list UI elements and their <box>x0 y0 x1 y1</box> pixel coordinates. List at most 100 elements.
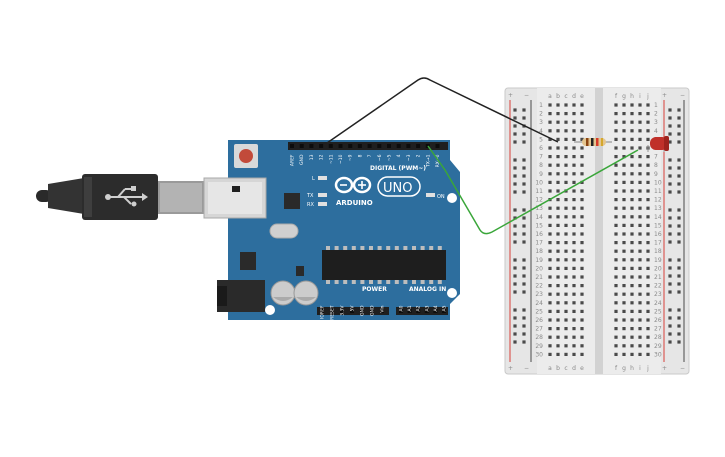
breadboard-hole[interactable] <box>548 180 552 184</box>
breadboard-hole[interactable] <box>630 284 634 288</box>
breadboard-hole[interactable] <box>638 103 642 107</box>
breadboard-hole[interactable] <box>622 335 626 339</box>
breadboard-hole[interactable] <box>580 309 584 313</box>
breadboard-hole[interactable] <box>630 241 634 245</box>
breadboard-hole[interactable] <box>556 232 560 236</box>
breadboard-hole[interactable] <box>556 180 560 184</box>
breadboard-hole[interactable] <box>614 172 618 176</box>
digital-pin-hole[interactable] <box>338 144 343 148</box>
breadboard-hole[interactable] <box>638 120 642 124</box>
rail-hole[interactable] <box>668 340 672 344</box>
breadboard-hole[interactable] <box>564 155 568 159</box>
breadboard-hole[interactable] <box>572 352 576 356</box>
breadboard-hole[interactable] <box>638 163 642 167</box>
breadboard-hole[interactable] <box>556 284 560 288</box>
breadboard-hole[interactable] <box>638 241 642 245</box>
breadboard-hole[interactable] <box>580 155 584 159</box>
breadboard-hole[interactable] <box>614 352 618 356</box>
breadboard-hole[interactable] <box>548 215 552 219</box>
breadboard-hole[interactable] <box>646 155 650 159</box>
digital-pin-hole[interactable] <box>348 144 353 148</box>
breadboard-hole[interactable] <box>548 258 552 262</box>
breadboard-hole[interactable] <box>614 301 618 305</box>
breadboard-hole[interactable] <box>564 275 568 279</box>
analog-pin-hole[interactable] <box>433 309 438 313</box>
power-pin-hole[interactable] <box>370 309 374 313</box>
breadboard-hole[interactable] <box>614 206 618 210</box>
breadboard-hole[interactable] <box>564 223 568 227</box>
rail-hole[interactable] <box>677 166 681 170</box>
breadboard-hole[interactable] <box>614 275 618 279</box>
reset-button[interactable] <box>234 144 258 168</box>
breadboard-hole[interactable] <box>564 120 568 124</box>
rail-hole[interactable] <box>513 232 517 236</box>
rail-hole[interactable] <box>522 316 526 320</box>
rail-hole[interactable] <box>513 240 517 244</box>
breadboard-hole[interactable] <box>548 309 552 313</box>
breadboard-hole[interactable] <box>638 232 642 236</box>
breadboard-hole[interactable] <box>564 163 568 167</box>
breadboard-hole[interactable] <box>580 163 584 167</box>
rail-hole[interactable] <box>522 166 526 170</box>
breadboard-hole[interactable] <box>630 266 634 270</box>
breadboard-hole[interactable] <box>630 172 634 176</box>
breadboard-hole[interactable] <box>580 275 584 279</box>
breadboard-hole[interactable] <box>556 223 560 227</box>
breadboard-hole[interactable] <box>646 215 650 219</box>
breadboard-hole[interactable] <box>564 318 568 322</box>
breadboard-hole[interactable] <box>556 189 560 193</box>
rail-hole[interactable] <box>522 308 526 312</box>
rail-hole[interactable] <box>677 282 681 286</box>
analog-pin-hole[interactable] <box>416 309 421 313</box>
rail-hole[interactable] <box>522 216 526 220</box>
rail-hole[interactable] <box>668 224 672 228</box>
breadboard-hole[interactable] <box>630 258 634 262</box>
rail-hole[interactable] <box>677 308 681 312</box>
breadboard-hole[interactable] <box>548 241 552 245</box>
rail-hole[interactable] <box>522 116 526 120</box>
breadboard-hole[interactable] <box>622 163 626 167</box>
breadboard-hole[interactable] <box>580 327 584 331</box>
breadboard-hole[interactable] <box>564 335 568 339</box>
breadboard-hole[interactable] <box>572 163 576 167</box>
resistor[interactable] <box>574 138 612 146</box>
rail-hole[interactable] <box>677 240 681 244</box>
breadboard-hole[interactable] <box>646 223 650 227</box>
digital-pin-hole[interactable] <box>387 144 391 148</box>
rail-hole[interactable] <box>668 216 672 220</box>
rail-hole[interactable] <box>513 340 517 344</box>
analog-pin-hole[interactable] <box>424 309 429 313</box>
breadboard-hole[interactable] <box>548 103 552 107</box>
rail-hole[interactable] <box>522 182 526 186</box>
breadboard-hole[interactable] <box>564 327 568 331</box>
breadboard-hole[interactable] <box>646 284 650 288</box>
breadboard-hole[interactable] <box>630 301 634 305</box>
breadboard-hole[interactable] <box>646 198 650 202</box>
rail-hole[interactable] <box>522 282 526 286</box>
breadboard-hole[interactable] <box>572 249 576 253</box>
breadboard-hole[interactable] <box>580 112 584 116</box>
rail-hole[interactable] <box>677 116 681 120</box>
breadboard-hole[interactable] <box>630 206 634 210</box>
breadboard-hole[interactable] <box>646 189 650 193</box>
rail-hole[interactable] <box>522 240 526 244</box>
breadboard-hole[interactable] <box>580 103 584 107</box>
breadboard-hole[interactable] <box>564 352 568 356</box>
rail-hole[interactable] <box>513 258 517 262</box>
breadboard-hole[interactable] <box>556 163 560 167</box>
breadboard-hole[interactable] <box>572 241 576 245</box>
breadboard-hole[interactable] <box>630 198 634 202</box>
rail-hole[interactable] <box>513 140 517 144</box>
breadboard-hole[interactable] <box>630 215 634 219</box>
breadboard-hole[interactable] <box>638 309 642 313</box>
breadboard-hole[interactable] <box>622 223 626 227</box>
breadboard-hole[interactable] <box>572 284 576 288</box>
breadboard-hole[interactable] <box>630 189 634 193</box>
rail-hole[interactable] <box>677 124 681 128</box>
breadboard-hole[interactable] <box>646 103 650 107</box>
rail-hole[interactable] <box>513 190 517 194</box>
breadboard-hole[interactable] <box>548 206 552 210</box>
digital-pin-hole[interactable] <box>309 144 314 148</box>
breadboard-hole[interactable] <box>638 258 642 262</box>
rail-hole[interactable] <box>677 132 681 136</box>
